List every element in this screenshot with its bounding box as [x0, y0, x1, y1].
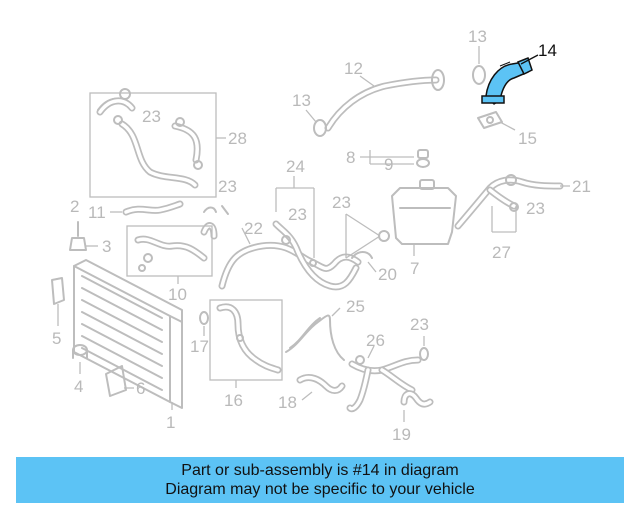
mount-4 [72, 344, 88, 359]
banner-line-disclaimer: Diagram may not be specific to your vehi… [165, 481, 475, 498]
callout-23-triangle: 23 [332, 193, 351, 212]
clips-23 [200, 205, 229, 240]
callout-17: 17 [190, 337, 209, 356]
callout-1: 1 [166, 413, 175, 432]
info-banner: Part or sub-assembly is #14 in diagram D… [16, 457, 624, 503]
highlighted-part-14 [481, 57, 533, 105]
clamp-23-right [419, 347, 429, 361]
hose-18 [296, 374, 346, 394]
callout-21: 21 [572, 177, 591, 196]
pipe-25 [285, 314, 345, 361]
pipe-22 [218, 220, 362, 291]
hose-21 [454, 174, 564, 230]
callout-11: 11 [88, 203, 106, 222]
coolant-pipe-12 [324, 69, 445, 132]
callout-16: 16 [224, 391, 243, 410]
hose-assembly-10 [126, 225, 213, 277]
callout-12: 12 [344, 59, 363, 78]
bracket-6 [105, 365, 127, 397]
callout-26: 26 [366, 331, 385, 350]
callout-28: 28 [228, 129, 247, 148]
callout-22: 22 [244, 219, 263, 238]
callout-23-box28: 23 [142, 107, 161, 126]
clamp-17 [199, 311, 209, 325]
callout-18: 18 [278, 393, 297, 412]
callout-23-lower: 23 [410, 315, 429, 334]
hose-assembly-28 [89, 88, 217, 198]
callout-27: 27 [492, 243, 511, 262]
callout-15: 15 [518, 129, 537, 148]
callout-5: 5 [52, 329, 61, 348]
reservoir-7 [391, 179, 457, 245]
callout-10: 10 [168, 285, 187, 304]
gasket-15 [477, 111, 503, 129]
bracket-5 [51, 277, 65, 305]
callout-23-right: 23 [526, 199, 545, 218]
hose-assembly-16 [209, 299, 283, 381]
clamp-13-left [313, 119, 327, 137]
callout-25: 25 [346, 297, 365, 316]
sensor-2-3 [69, 221, 87, 251]
callout-9: 9 [384, 155, 393, 174]
cap-8-9 [416, 149, 430, 168]
callout-8: 8 [346, 148, 355, 167]
pipe-26 [346, 355, 422, 413]
callout-6: 6 [136, 379, 145, 398]
callout-24: 24 [286, 157, 305, 176]
callout-7: 7 [410, 259, 419, 278]
callout-13-right: 13 [468, 27, 487, 46]
hose-19 [400, 390, 434, 408]
radiator-1 [73, 259, 183, 409]
callout-4: 4 [74, 377, 83, 396]
hose-11 [122, 200, 184, 216]
callout-19: 19 [392, 425, 411, 444]
callout-2: 2 [70, 197, 79, 216]
clamp-13-right [472, 65, 486, 85]
fitting-20 [351, 230, 390, 259]
callout-23-mid: 23 [288, 205, 307, 224]
callout-20: 20 [378, 265, 397, 284]
callout-23-mid-left: 23 [218, 177, 237, 196]
callout-3: 3 [102, 237, 111, 256]
callout-14-highlighted: 14 [538, 41, 557, 60]
banner-line-part: Part or sub-assembly is #14 in diagram [181, 462, 459, 479]
callout-13-left: 13 [292, 91, 311, 110]
